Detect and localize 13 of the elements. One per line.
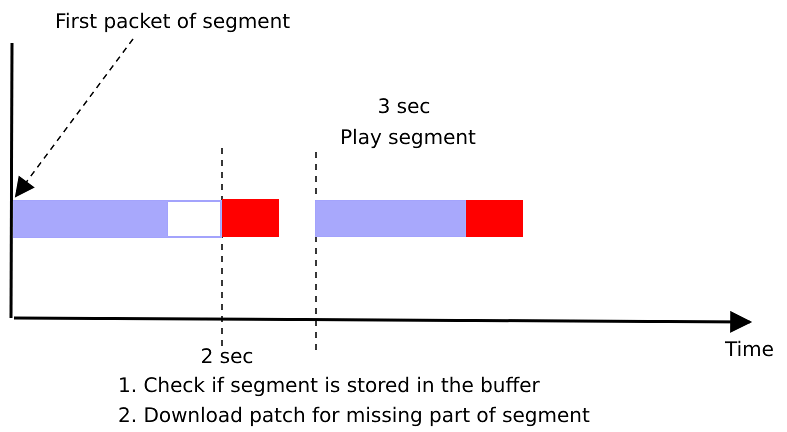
segment-bar	[315, 200, 466, 237]
patch-bar	[222, 199, 279, 237]
buffered-segment-bar	[13, 200, 166, 238]
axis-label: Time	[725, 339, 774, 359]
missing-part-box	[166, 200, 222, 238]
action-label: Play segment	[340, 127, 476, 147]
step-text: 2. Download patch for missing part of segment	[118, 405, 590, 425]
dashed-arrow	[14, 38, 134, 198]
annotation-text: First packet of segment	[55, 11, 292, 31]
patch-bar	[466, 200, 523, 237]
duration-label: 2 sec	[200, 346, 254, 366]
step-text: 1. Check if segment is stored in the buffer	[118, 375, 540, 395]
duration-label: 3 sec	[378, 96, 430, 116]
